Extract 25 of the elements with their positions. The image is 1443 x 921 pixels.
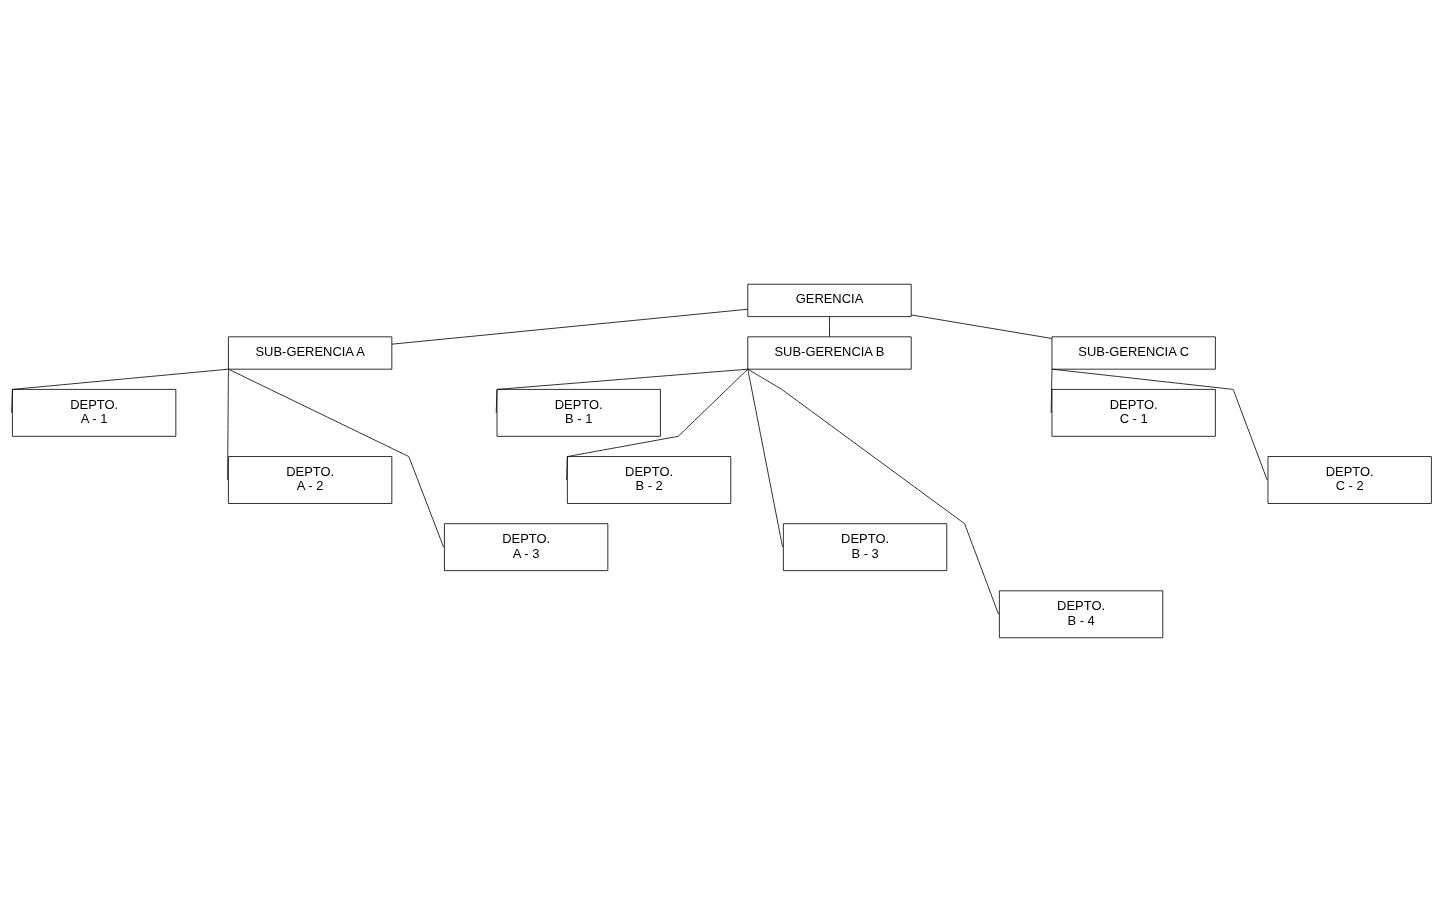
connector — [227, 368, 229, 480]
connector — [829, 315, 830, 337]
connector — [1051, 368, 1268, 480]
node-box: SUB-GERENCIA B — [747, 335, 912, 370]
node-box: DEPTO. A - 3 — [444, 522, 609, 571]
connector — [11, 368, 229, 413]
node-box: SUB-GERENCIA A — [228, 335, 393, 370]
node-box: SUB-GERENCIA C — [1051, 335, 1216, 370]
connector — [228, 368, 444, 548]
node-box: GERENCIA — [747, 283, 912, 317]
connector — [566, 368, 749, 480]
node-box: DEPTO. B - 1 — [496, 388, 661, 437]
node-box: DEPTO. B - 4 — [999, 589, 1164, 638]
connector — [911, 314, 1053, 339]
node-box: DEPTO. B - 3 — [783, 522, 948, 571]
connector — [495, 368, 749, 413]
node-box: DEPTO. C - 1 — [1051, 388, 1216, 437]
connector — [391, 308, 749, 345]
connector — [1050, 368, 1053, 413]
node-box: DEPTO. A - 2 — [228, 455, 393, 504]
node-box: DEPTO. C - 2 — [1267, 455, 1432, 504]
node-box: DEPTO. B - 2 — [567, 455, 732, 504]
connector — [747, 368, 999, 615]
connector — [747, 368, 783, 548]
node-box: DEPTO. A - 1 — [12, 388, 177, 437]
